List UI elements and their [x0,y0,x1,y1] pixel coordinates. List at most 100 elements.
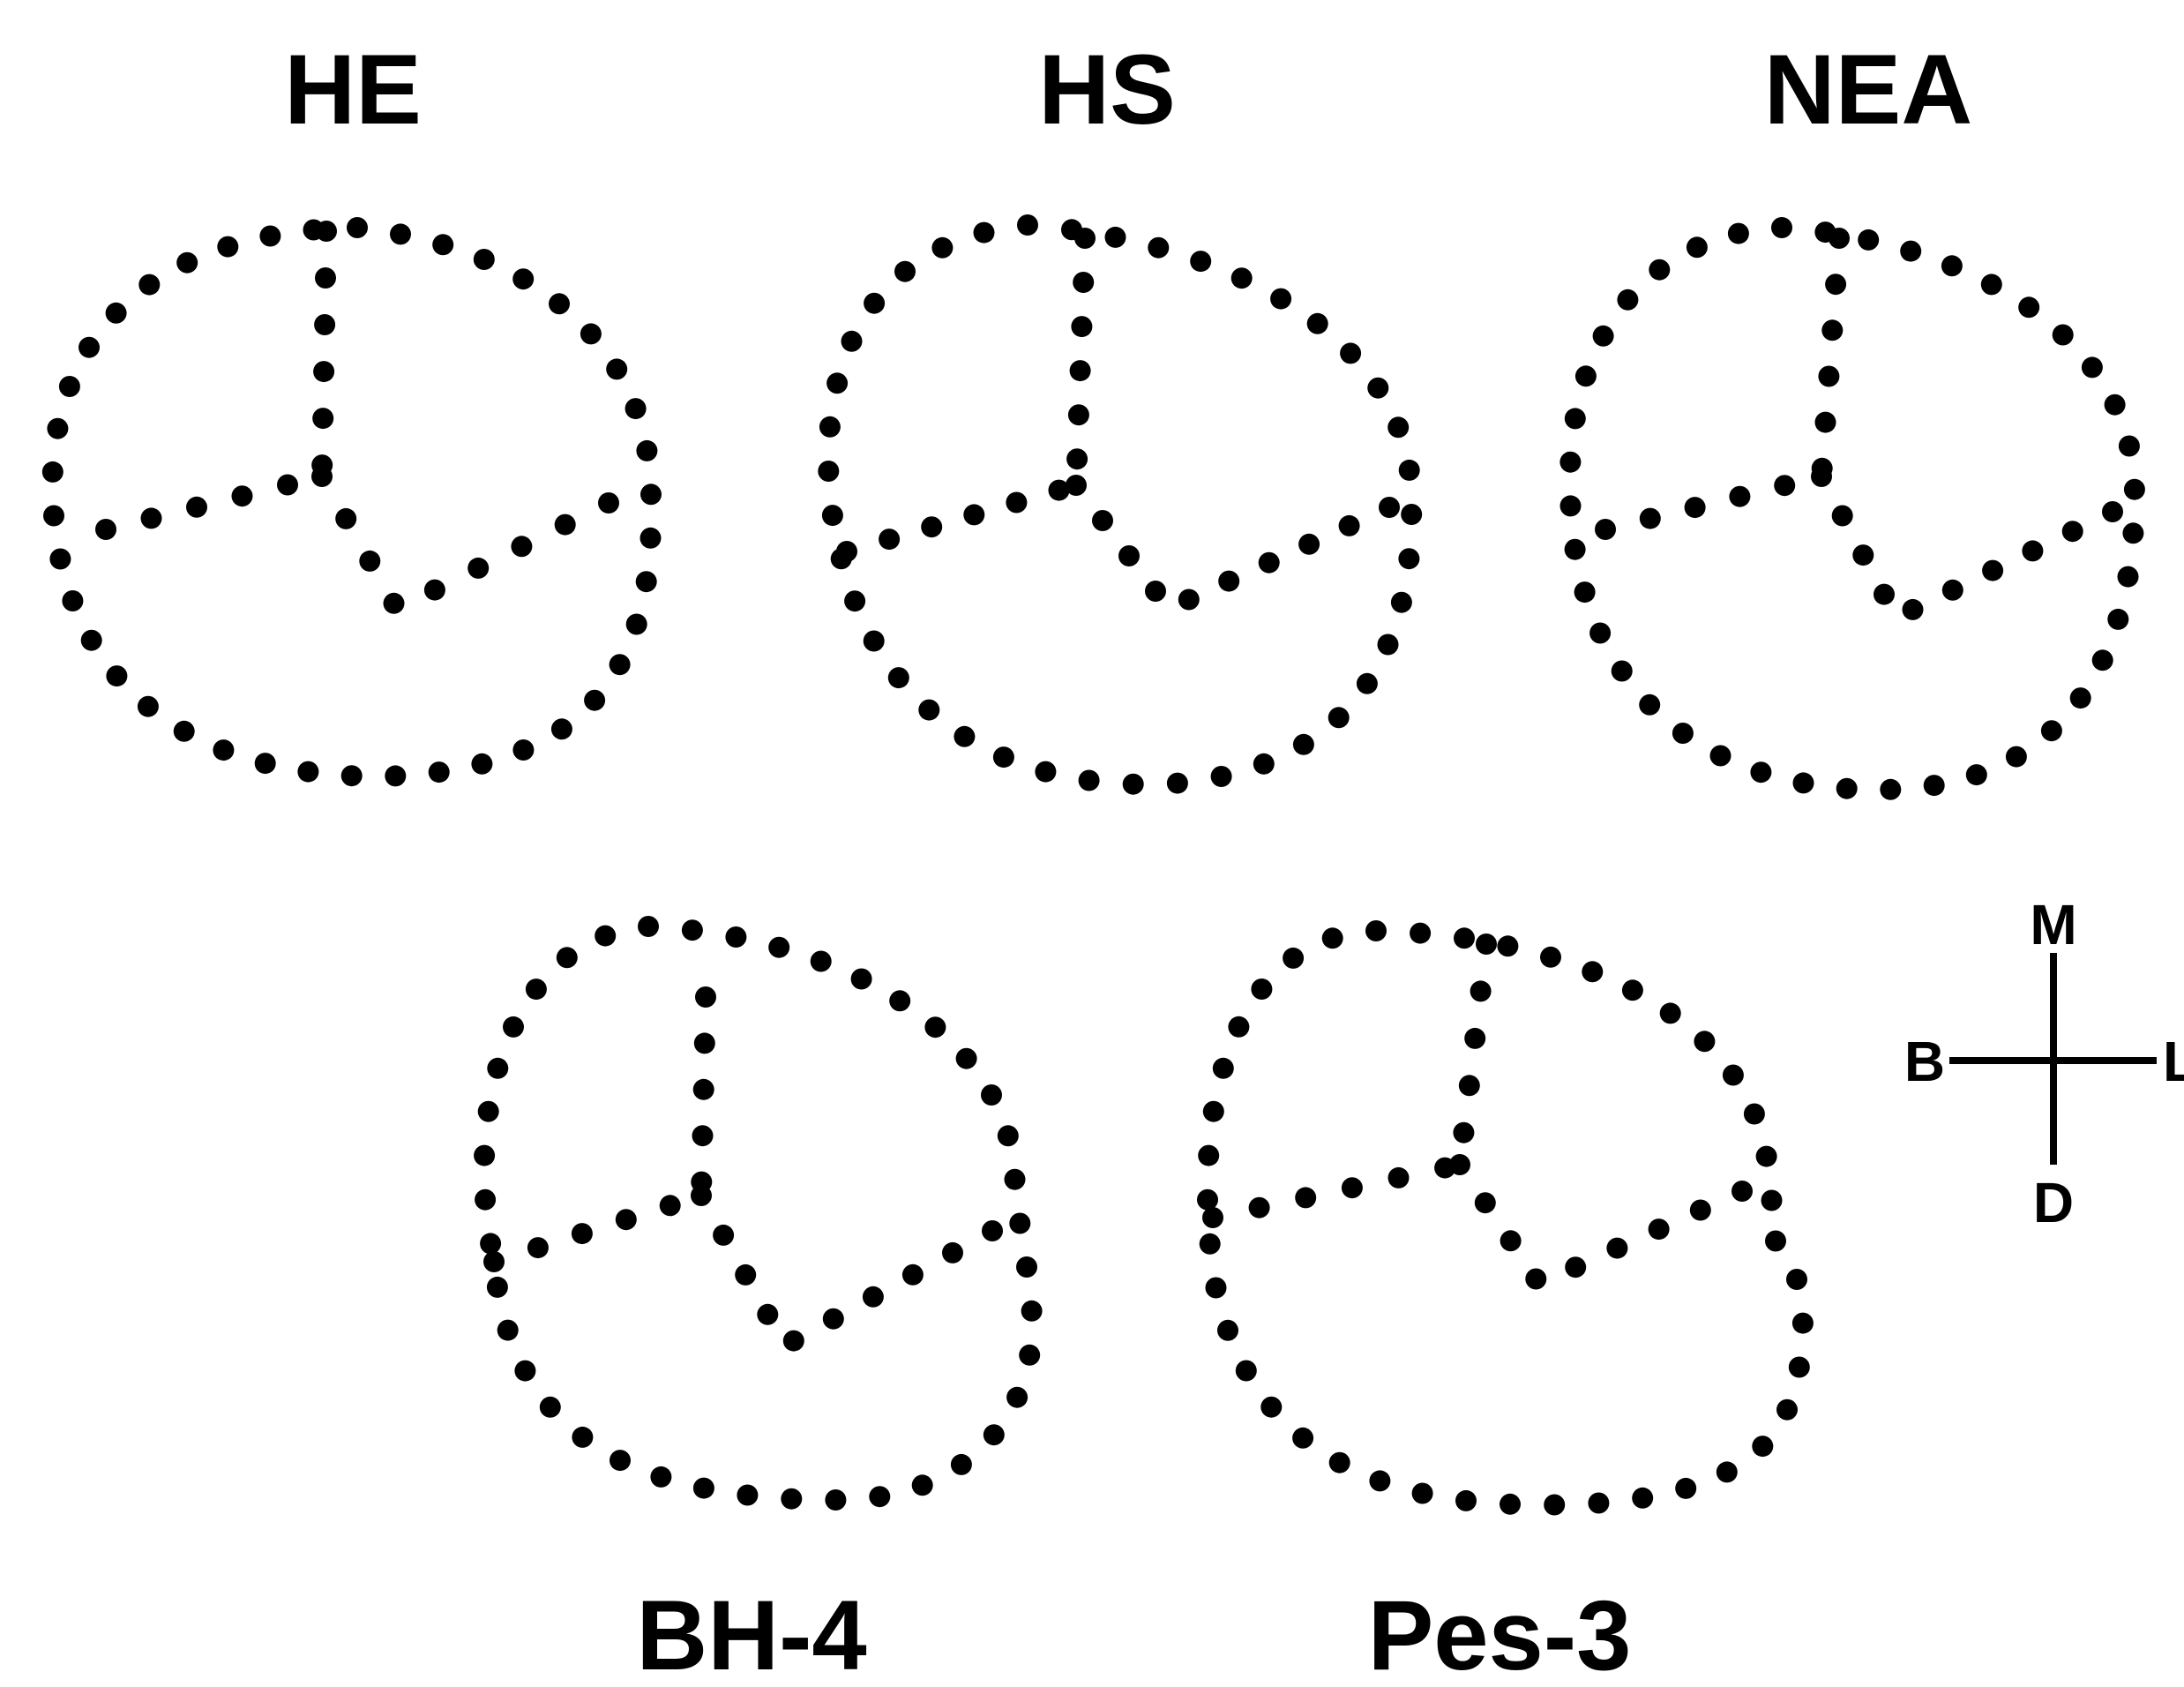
cross-section-bh4 [474,916,1043,1511]
cross-section-nea-dot [1792,772,1814,794]
cross-section-bh4-dot [782,1330,804,1352]
cross-section-pes3-dot [1731,1181,1753,1202]
cross-section-pes3-dot [1632,1487,1654,1509]
cross-section-pes3-dot [1458,1075,1480,1097]
compass-label-right: L [2163,1030,2184,1093]
cross-section-bh4-dot [692,1125,714,1147]
cross-section-hs-dot [1092,510,1113,531]
cross-section-he-dot [625,613,647,635]
cross-section-nea-dot [1852,544,1874,566]
cross-section-hs-dot [1306,312,1328,334]
cross-section-he-dot [41,461,64,483]
cross-section-nea-dot [1750,761,1772,784]
cross-section-bh4-dot [539,1396,561,1418]
cross-section-bh4-dot [650,1466,672,1488]
cross-section-he-dot [313,361,335,383]
cross-section-hs-dot [1078,769,1100,791]
cross-section-hs-dot [1071,316,1093,338]
cross-section-he-dot [580,323,602,345]
cross-section-he-dot [62,590,84,611]
cross-section-bh4-dot [822,1308,844,1330]
cross-section-hs-dot [1377,634,1399,656]
cross-section-hs-dot [819,416,841,438]
cross-section-hs-dot [1292,733,1314,755]
cross-section-hs-dot [1270,288,1292,310]
cross-section-he-dot [314,314,336,335]
cross-section-pes3-dot [1582,961,1604,983]
cross-section-he-dot [106,665,128,687]
cross-section-nea-dot [2052,324,2074,346]
cross-section-hs-dot [826,372,849,394]
cross-section-he-dot [423,579,445,601]
cross-section-hs-dot [1253,753,1275,775]
cross-section-hs-dot [992,746,1014,769]
cross-section-pes3-dot [1365,920,1387,941]
cross-section-bh4-dot [924,1016,946,1038]
cross-section-pes3-dot [1283,947,1305,969]
cross-section-he-dot [231,485,253,507]
cross-section-hs-dot [1122,773,1144,795]
cross-section-he-dot [347,217,368,238]
cross-section-nea-dot [1709,745,1731,767]
cross-section-hs-dot [1067,404,1089,426]
cross-section-pes3-dot [1765,1230,1786,1252]
cross-section-he-dot [512,268,535,290]
cross-section-hs-dot [921,516,943,538]
cross-section-nea-dot [1595,519,1616,540]
cross-section-bh4-dot [610,1450,631,1472]
cross-section-nea-dot [1727,222,1749,244]
cross-section-pes3 [1197,920,1814,1516]
cross-section-pes3-dot [1621,979,1643,1001]
cross-section-hs-dot [1387,416,1410,439]
cross-section-bh4-dot [737,1484,759,1506]
cross-section-hs-dot [1166,772,1188,794]
cross-section-hs-dot [1401,504,1423,525]
cross-section-bh4-dot [901,1263,924,1286]
cross-section-he-dot [383,592,405,614]
compass-label-bottom: D [2033,1171,2074,1234]
cross-section-hs-dot [1017,214,1038,236]
cross-section-hs-dot [1298,533,1320,555]
cross-section-nea-dot [1814,411,1836,433]
cross-section-nea-dot [1617,289,1639,311]
cross-section-bh4-dot [1004,1168,1026,1190]
cross-section-pes3-dot [1217,1319,1238,1341]
cross-section-pes3-dot [1202,1100,1224,1122]
cross-section-nea-dot [1564,408,1586,430]
cross-section-bh4-dot [942,1241,963,1263]
cross-section-nea-dot [1771,217,1792,238]
cross-section-nea-dot [1592,325,1614,347]
cross-section-pes3-dot [1755,1145,1777,1167]
cross-section-hs-dot [1258,551,1280,574]
cross-section-bh4-dot [681,919,703,941]
cross-section-hs-dot [864,292,886,314]
cross-section-he-dot [80,629,102,651]
panel-label-pes3: Pes-3 [1368,1580,1632,1687]
cross-section-pes3-dot [1199,1233,1221,1255]
cross-section-pes3-dot [1743,1103,1765,1125]
cross-section-nea-dot [2102,501,2123,522]
cross-section-pes3-dot [1369,1470,1391,1492]
cross-section-bh4-dot [955,1047,977,1069]
cross-section-bh4-dot [725,926,747,948]
cross-section-nea-dot [1858,229,1880,251]
cross-section-bh4-dot [497,1319,519,1341]
cross-section-pes3-dot [1464,1027,1486,1049]
cross-section-hs-dot [1048,479,1070,501]
cross-section-bh4-dot [1021,1300,1043,1322]
cross-section-nea-dot [1589,622,1612,644]
cross-section-nea-dot [2117,566,2139,588]
cross-section-bh4-dot [1019,1344,1041,1366]
cross-section-pes3-dot [1588,1492,1610,1514]
cross-section-hs-dot [1328,707,1350,729]
cross-section-bh4-dot [950,1453,972,1475]
cross-section-pes3-dot [1786,1269,1807,1290]
cross-section-he-dot [428,761,450,784]
cross-section-pes3-dot [1292,1427,1314,1449]
cross-section-nea-dot [1982,559,2004,581]
cross-section-bh4-dot [693,1032,715,1054]
cross-section-hs-dot [1035,761,1057,783]
cross-section-hs-dot [1398,459,1420,481]
cross-section-hs-dot [1210,766,1232,787]
cross-section-nea-dot [1831,505,1853,527]
